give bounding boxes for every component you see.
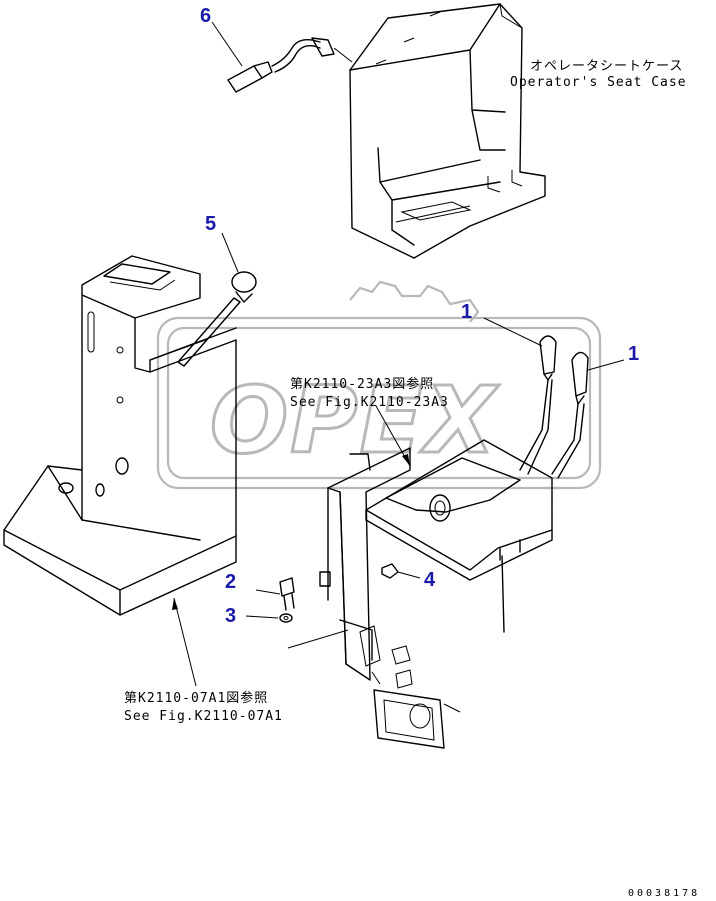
callout-6: 6 [200, 5, 211, 27]
seat-case-drawing [349, 3, 546, 259]
part-5-lever [177, 232, 257, 367]
reference-leaders [172, 405, 411, 687]
right-console-drawing [319, 439, 553, 749]
part-2-bolt [255, 577, 295, 611]
ref-label-b-en: See Fig.K2110-07A1 [124, 709, 283, 724]
seat-case-label-en: Operator's Seat Case [510, 75, 687, 90]
left-console-drawing [3, 255, 237, 616]
callout-3: 3 [225, 605, 236, 627]
watermark-text: OPEX [210, 367, 499, 474]
watermark: OPEX [156, 280, 602, 490]
part-4-nut [381, 563, 421, 579]
callout-4: 4 [424, 569, 436, 591]
ref-label-b-jp: 第K2110-07A1図参照 [124, 690, 268, 706]
callout-5: 5 [205, 213, 216, 235]
part-6-switch [211, 21, 353, 93]
part-3-washer [245, 613, 349, 649]
callout-2: 2 [225, 571, 236, 593]
callout-1-left: 1 [461, 301, 472, 323]
callout-1-right: 1 [628, 343, 639, 365]
seat-case-label-jp: オペレータシートケース [530, 59, 683, 74]
ref-label-a-en: See Fig.K2110-23A3 [290, 395, 449, 410]
ref-label-a-jp: 第K2110-23A3図参照 [290, 376, 434, 392]
drawing-code: 00038178 [628, 888, 700, 899]
part-1-levers [483, 317, 625, 479]
